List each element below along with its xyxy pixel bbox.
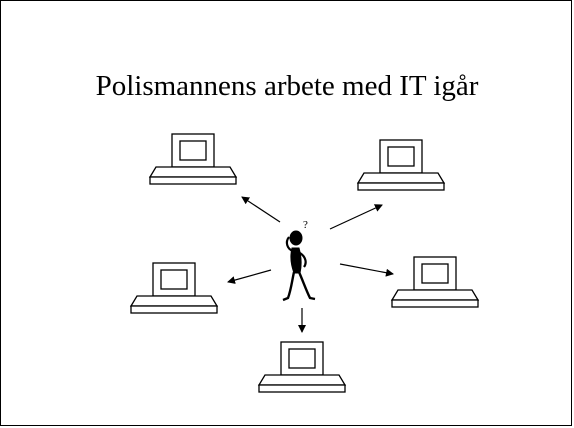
computer-icon <box>391 256 479 308</box>
confused-person-icon: ? <box>282 219 316 302</box>
svg-text:?: ? <box>303 219 308 231</box>
slide-title: Polismannens arbete med IT igår <box>95 70 479 102</box>
arrow <box>339 263 394 277</box>
computer-icon <box>149 133 237 185</box>
computer-icon <box>130 262 218 314</box>
arrow <box>329 204 383 230</box>
arrow <box>227 269 272 284</box>
computer-icon <box>258 341 346 393</box>
computer-icon <box>357 139 445 191</box>
arrow <box>241 196 281 223</box>
